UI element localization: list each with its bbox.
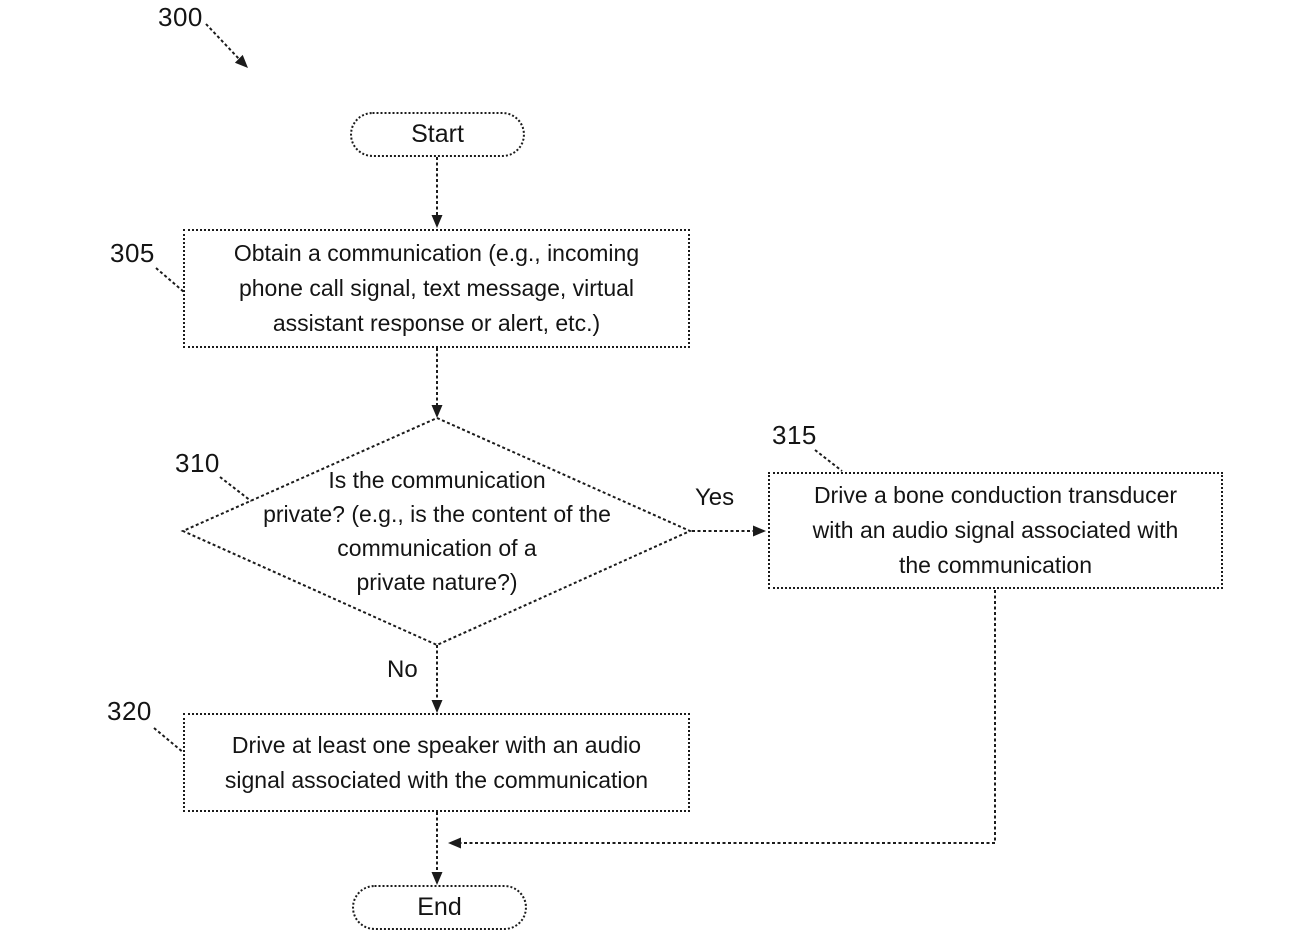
connector-315-merge (461, 590, 996, 844)
start-node-label: Start (411, 120, 464, 148)
arrowhead-merge-left (448, 837, 461, 849)
leader-line-305 (155, 267, 185, 293)
no-edge-label: No (387, 656, 418, 683)
process-node-315: Drive a bone conduction transducer with … (768, 472, 1223, 589)
ref-label-310: 310 (175, 448, 220, 478)
process-node-305-text: Obtain a communication (e.g., incoming p… (233, 240, 640, 336)
decision-diamond-outline (180, 416, 693, 647)
ref-label-305: 305 (110, 238, 155, 268)
leader-line-315 (814, 449, 843, 472)
process-node-315-text: Drive a bone conduction transducer with … (812, 482, 1179, 578)
arrowhead-into-end (431, 872, 443, 885)
process-node-320-text: Drive at least one speaker with an audio… (224, 731, 649, 793)
arrowhead-into-305 (431, 215, 443, 228)
leader-line-310 (219, 476, 252, 502)
arrowhead-into-310 (431, 405, 443, 418)
arrowhead-into-315 (753, 525, 766, 537)
arrowhead-into-320 (431, 700, 443, 713)
figure-ref-label: 300 (158, 2, 203, 32)
end-node: End (352, 885, 527, 930)
ref-label-315: 315 (772, 420, 817, 450)
leader-line-320 (153, 727, 185, 754)
start-node: Start (350, 112, 525, 157)
figure-ref-arrow-line (205, 23, 241, 61)
process-node-320: Drive at least one speaker with an audio… (183, 713, 690, 812)
ref-label-320: 320 (107, 696, 152, 726)
process-node-305: Obtain a communication (e.g., incoming p… (183, 229, 690, 348)
decision-node-310-text: Is the communication private? (e.g., is … (263, 467, 611, 595)
figure-ref-arrowhead (234, 54, 248, 68)
yes-edge-label: Yes (695, 484, 735, 511)
end-node-label: End (417, 893, 462, 921)
